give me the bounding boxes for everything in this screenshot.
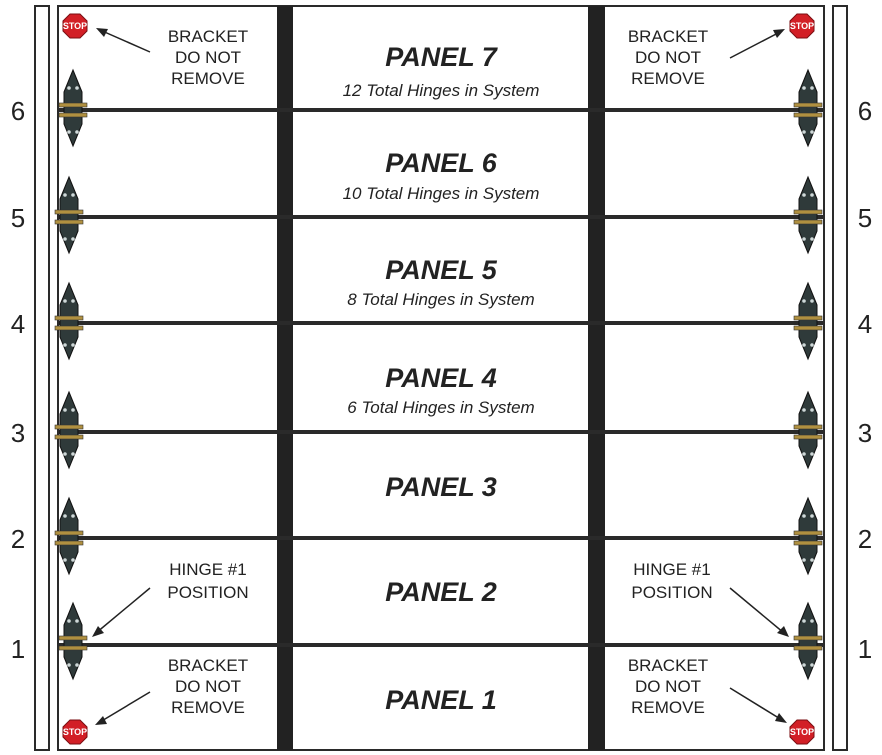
svg-text:HINGE #1: HINGE #1 [169,560,246,579]
arrow-icon [729,687,783,721]
svg-text:STOP: STOP [63,21,87,31]
arrowhead-icon [96,28,108,37]
hinge-number-1: 1 [11,634,25,664]
arrow-icon [99,691,151,723]
panel-labels: PANEL 7 12 Total Hinges in System PANEL … [343,42,540,715]
panel-6-title: PANEL 6 [385,148,498,178]
hinge-number-6: 6 [858,96,872,126]
arrowhead-icon [775,713,787,723]
bracket-note-bottom-right: BRACKET DO NOT REMOVE [628,656,787,723]
left-stile-strip [277,6,293,750]
svg-text:DO NOT: DO NOT [635,677,701,696]
arrow-icon [729,587,785,634]
right-track-rail [832,5,848,751]
stop-sign-icon: STOP [62,719,88,745]
svg-text:BRACKET: BRACKET [628,656,708,675]
hinge-number-5: 5 [858,203,872,233]
hinge-number-2: 2 [11,524,25,554]
panel-4-title: PANEL 4 [385,363,497,393]
door-body [57,5,825,751]
svg-text:HINGE #1: HINGE #1 [633,560,710,579]
right-stile-strip [588,6,605,750]
hinge-number-3: 3 [858,418,872,448]
arrowhead-icon [777,626,789,637]
svg-text:STOP: STOP [790,727,814,737]
svg-text:BRACKET: BRACKET [168,27,248,46]
svg-text:BRACKET: BRACKET [168,656,248,675]
panel-7-title: PANEL 7 [385,42,499,72]
stop-sign-icon: STOP [789,13,815,39]
arrowhead-icon [92,626,104,637]
hinge-number-1: 1 [858,634,872,664]
svg-text:REMOVE: REMOVE [631,69,705,88]
svg-text:REMOVE: REMOVE [171,69,245,88]
svg-text:DO NOT: DO NOT [635,48,701,67]
svg-text:REMOVE: REMOVE [171,698,245,717]
arrow-icon [95,587,151,634]
panel-seams [58,108,824,647]
arrowhead-icon [95,716,107,725]
panel-7-subtitle: 12 Total Hinges in System [343,81,540,100]
left-track-rail [34,5,50,751]
bracket-note-top-right: BRACKET DO NOT REMOVE [628,27,785,88]
hinge1-note-left: HINGE #1 POSITION [92,560,249,637]
panel-3-title: PANEL 3 [385,472,497,502]
svg-text:STOP: STOP [790,21,814,31]
hinge-number-3: 3 [11,418,25,448]
panel-1-title: PANEL 1 [385,685,497,715]
arrow-icon [729,31,781,59]
bracket-note-bottom-left: BRACKET DO NOT REMOVE [95,656,248,725]
svg-text:BRACKET: BRACKET [628,27,708,46]
panel-4-subtitle: 6 Total Hinges in System [347,398,534,417]
hinge-number-6: 6 [11,96,25,126]
stop-signs: STOP STOP STOP STOP [62,13,815,745]
panel-5-title: PANEL 5 [385,255,498,285]
svg-text:POSITION: POSITION [167,583,248,602]
hinge-number-4: 4 [858,309,872,339]
hinge-number-2: 2 [858,524,872,554]
hinge-number-4: 4 [11,309,25,339]
stop-sign-icon: STOP [62,13,88,39]
right-hinge-numbers: 6 5 4 3 2 1 [858,96,872,664]
svg-text:DO NOT: DO NOT [175,48,241,67]
svg-text:POSITION: POSITION [631,583,712,602]
panel-6-subtitle: 10 Total Hinges in System [343,184,540,203]
hinge-number-5: 5 [11,203,25,233]
stop-sign-icon: STOP [789,719,815,745]
svg-text:REMOVE: REMOVE [631,698,705,717]
svg-text:STOP: STOP [63,727,87,737]
panel-2-title: PANEL 2 [385,577,497,607]
left-hinge-numbers: 6 5 4 3 2 1 [11,96,25,664]
hinge1-note-right: HINGE #1 POSITION [631,560,789,637]
panel-5-subtitle: 8 Total Hinges in System [347,290,534,309]
arrowhead-icon [773,29,785,38]
arrow-icon [99,29,151,53]
bracket-note-top-left: BRACKET DO NOT REMOVE [96,27,248,88]
svg-text:DO NOT: DO NOT [175,677,241,696]
